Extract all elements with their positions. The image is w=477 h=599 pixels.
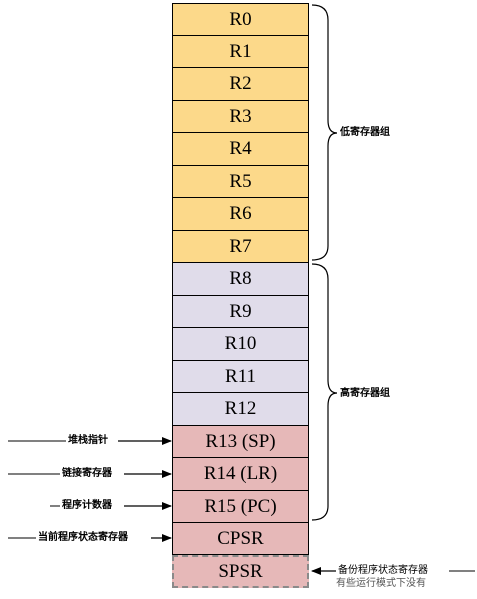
sp-label: 堆栈指针 [68,435,108,446]
spsr-label: 备份程序状态寄存器 [338,565,428,576]
register-r8: R8 [172,262,309,296]
register-r15-pc: R15 (PC) [172,490,309,523]
high-group-label: 高寄存器组 [340,388,390,399]
register-r6: R6 [172,197,309,231]
register-r5: R5 [172,165,309,198]
register-spsr: SPSR [172,555,309,588]
low-group-label: 低寄存器组 [340,127,390,138]
register-r13-sp: R13 (SP) [172,425,309,458]
lr-label: 链接寄存器 [62,468,112,479]
register-r12: R12 [172,392,309,426]
register-r2: R2 [172,67,309,101]
pc-label: 程序计数器 [62,500,112,511]
register-r4: R4 [172,132,309,166]
register-r14-lr: R14 (LR) [172,457,309,491]
register-r9: R9 [172,295,309,328]
cpsr-label: 当前程序状态寄存器 [38,532,128,543]
spsr-note: 有些运行模式下没有 [336,578,426,589]
register-r0: R0 [172,3,309,36]
low-group-brace [311,4,338,261]
register-r11: R11 [172,360,309,393]
register-cpsr: CPSR [172,522,309,555]
high-group-brace [311,263,338,521]
